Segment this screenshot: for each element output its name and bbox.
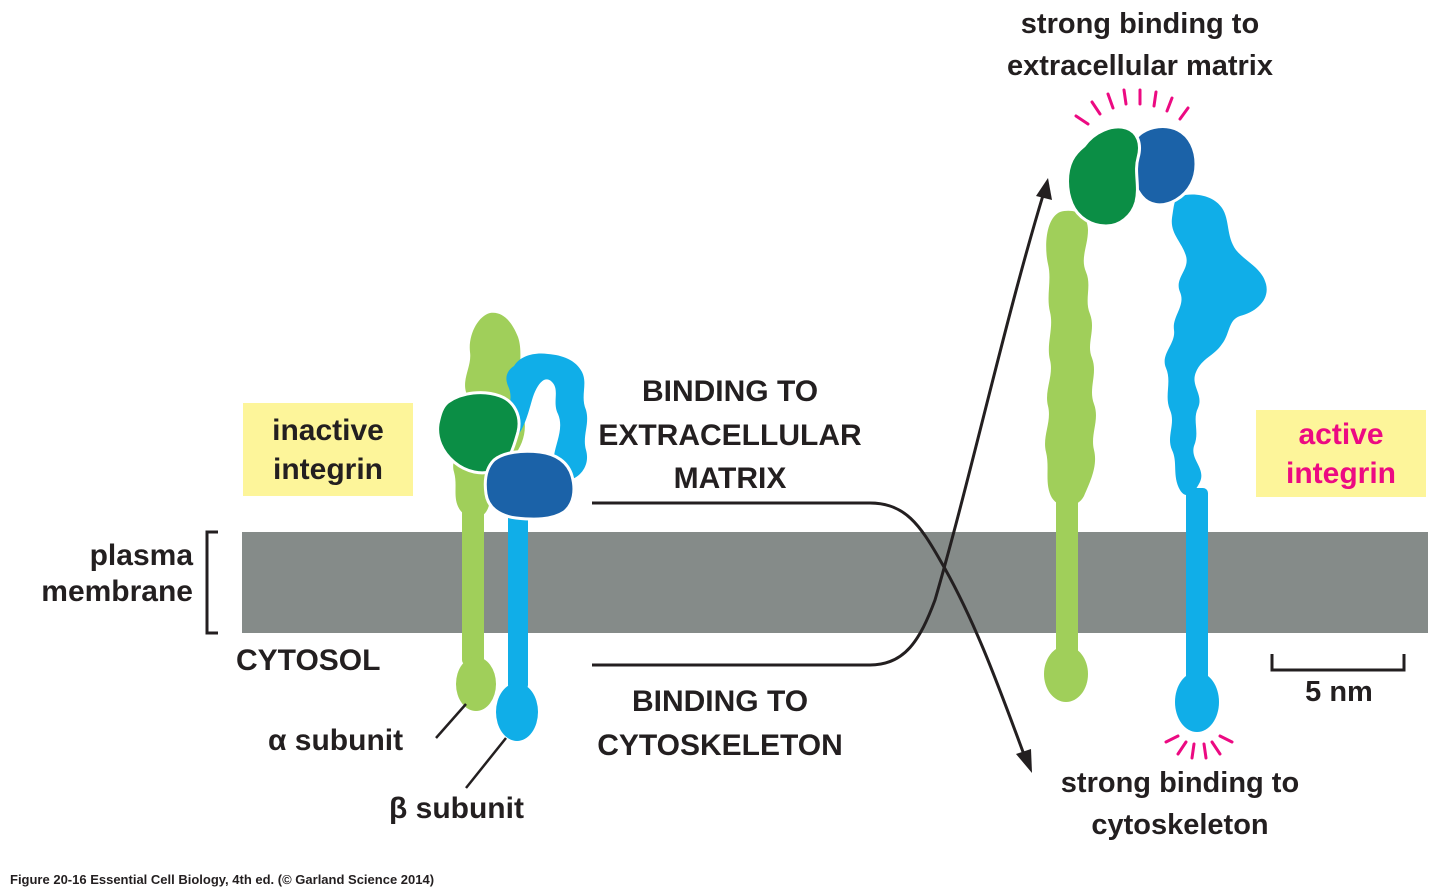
binding-ecm-line-2: EXTRACELLULAR — [598, 418, 862, 452]
inactive-beta-head — [483, 449, 576, 521]
cytoskeleton-binding-burst — [1164, 734, 1234, 760]
plasma-membrane-line-1: plasma — [89, 539, 193, 572]
ecm-binding-burst — [1074, 88, 1190, 126]
strong-ecm-line-1: strong binding to — [1020, 8, 1260, 40]
binding-ecm-line-1: BINDING TO — [641, 375, 819, 408]
active-integrin-label: active integrin — [1256, 410, 1426, 497]
scale-bar-label: 5 nm — [1305, 676, 1373, 708]
active-alpha-head — [1066, 125, 1141, 228]
cytosol-label: CYTOSOL — [236, 644, 381, 677]
binding-ecm-label: BINDING TO EXTRACELLULAR MATRIX — [560, 370, 900, 501]
inactive-beta-subunit — [496, 353, 588, 741]
strong-cyto-line-2: cytoskeleton — [1091, 809, 1269, 842]
membrane-bracket — [205, 530, 218, 635]
active-beta-head — [1128, 125, 1198, 207]
ecm-binding-arrowhead — [1016, 749, 1032, 773]
beta-subunit-label: β subunit — [389, 792, 524, 825]
active-beta-subunit — [1164, 194, 1267, 732]
plasma-membrane-label: plasma membrane — [0, 538, 193, 610]
binding-cyto-line-2: CYTOSKELETON — [597, 728, 843, 762]
alpha-subunit-label: α subunit — [268, 724, 404, 757]
inactive-integrin — [436, 312, 588, 741]
inactive-label-line-2: integrin — [273, 452, 383, 486]
active-label-line-1: active — [1298, 417, 1384, 451]
inactive-integrin-label: inactive integrin — [243, 403, 413, 496]
strong-ecm-binding-label: strong binding to extracellular matrix — [940, 3, 1340, 87]
strong-cyto-binding-label: strong binding to cytoskeleton — [1000, 762, 1360, 846]
strong-cyto-line-1: strong binding to — [1060, 767, 1300, 799]
plasma-membrane — [242, 532, 1428, 633]
scale-bar — [1270, 654, 1406, 672]
plasma-membrane-line-2: membrane — [41, 575, 193, 608]
beta-subunit-leader — [465, 737, 507, 789]
figure-caption: Figure 20-16 Essential Cell Biology, 4th… — [10, 872, 435, 887]
active-integrin — [1044, 125, 1267, 732]
binding-cyto-line-1: BINDING TO — [631, 685, 809, 718]
inactive-label-line-1: inactive — [272, 413, 384, 447]
binding-cyto-label: BINDING TO CYTOSKELETON — [560, 680, 880, 767]
binding-ecm-line-3: MATRIX — [673, 462, 787, 495]
alpha-subunit-leader — [435, 703, 467, 739]
strong-ecm-line-2: extracellular matrix — [1007, 50, 1273, 83]
cyto-binding-pathway-line — [592, 191, 1046, 667]
active-alpha-subunit — [1044, 210, 1096, 702]
cyto-binding-arrowhead — [1036, 178, 1052, 200]
active-label-line-2: integrin — [1286, 456, 1396, 490]
